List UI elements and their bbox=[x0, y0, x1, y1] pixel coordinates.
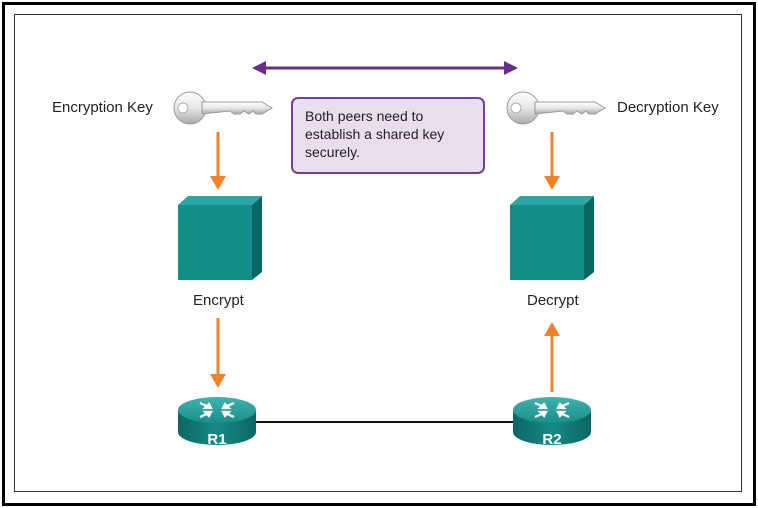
arrow-key-to-decrypt bbox=[544, 132, 560, 190]
router-icon bbox=[178, 397, 256, 445]
decrypt-label: Decrypt bbox=[527, 292, 579, 309]
inner-frame bbox=[14, 14, 742, 492]
decryption-key-label: Decryption Key bbox=[617, 99, 719, 116]
shared-key-arrow bbox=[252, 61, 518, 75]
arrow-key-to-encrypt bbox=[210, 132, 226, 190]
key-icon bbox=[173, 91, 273, 125]
encryption-key-label: Encryption Key bbox=[52, 99, 153, 116]
encrypt-label: Encrypt bbox=[193, 292, 244, 309]
router-icon bbox=[513, 397, 591, 445]
shared-key-note: Both peers need to establish a shared ke… bbox=[291, 97, 485, 174]
router-label-r1: R1 bbox=[207, 431, 226, 448]
arrow-encrypt-to-router bbox=[210, 318, 226, 388]
decrypt-cube bbox=[510, 196, 594, 280]
key-icon bbox=[506, 91, 606, 125]
router-label-r2: R2 bbox=[542, 431, 561, 448]
encrypt-cube bbox=[178, 196, 262, 280]
arrow-router-to-decrypt bbox=[544, 322, 560, 392]
